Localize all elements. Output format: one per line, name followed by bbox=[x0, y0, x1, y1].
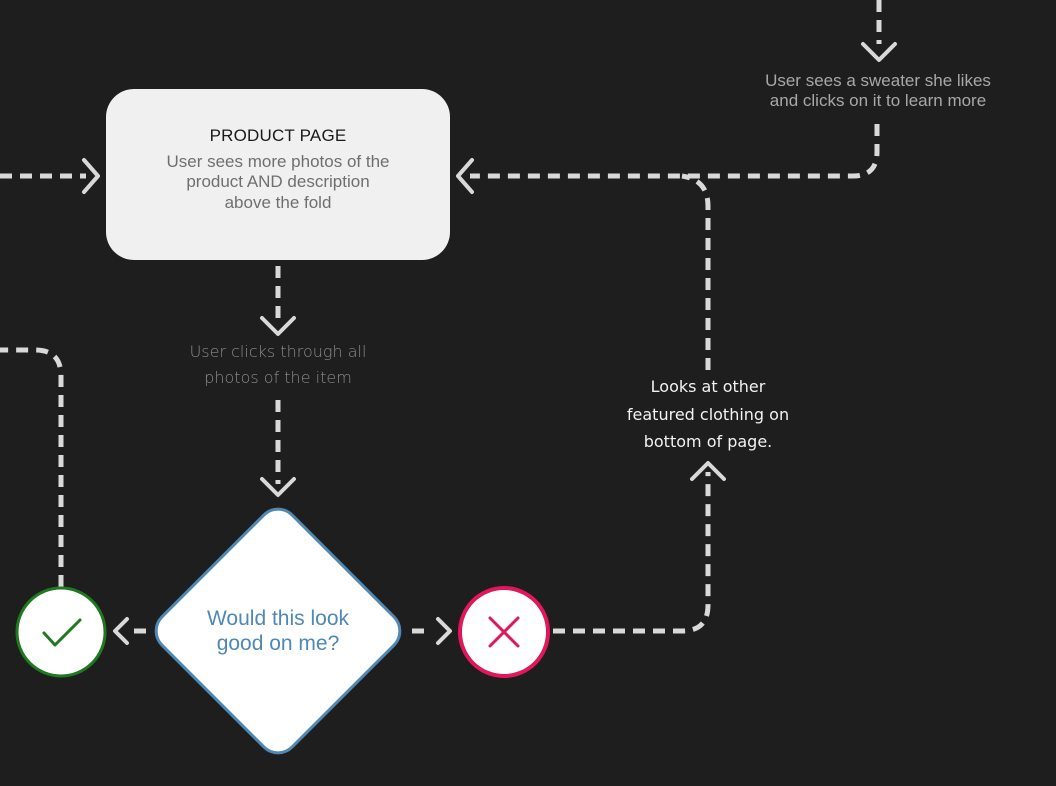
decision-diamond bbox=[154, 507, 402, 755]
product-page-node: PRODUCT PAGE User sees more photos of th… bbox=[106, 89, 450, 260]
yes-outcome-circle bbox=[15, 586, 107, 678]
arrowhead-into-featured bbox=[690, 461, 726, 481]
product-page-description-line: User sees more photos of the bbox=[166, 152, 390, 171]
featured-caption: Looks at other featured clothing on bott… bbox=[588, 373, 828, 456]
arrowhead-into-product-left bbox=[82, 158, 100, 194]
checkmark-icon bbox=[42, 618, 82, 647]
arrowhead-into-yes bbox=[113, 617, 129, 645]
photos-caption-line: photos of the item bbox=[204, 368, 352, 388]
arrowhead-into-decision bbox=[260, 477, 296, 497]
arrowhead-into-product-right bbox=[456, 158, 474, 194]
arrowhead-into-no bbox=[436, 617, 452, 645]
featured-caption-line: bottom of page. bbox=[643, 432, 773, 452]
decision-question-line: Would this look bbox=[206, 607, 350, 630]
sweater-caption: User sees a sweater she likes and clicks… bbox=[718, 71, 1038, 112]
featured-caption-line: featured clothing on bbox=[626, 404, 790, 424]
product-page-description: User sees more photos of the product AND… bbox=[106, 152, 450, 213]
photos-caption: User clicks through all photos of the it… bbox=[148, 339, 408, 392]
product-page-description-line: above the fold bbox=[224, 192, 332, 212]
arrowhead-into-photos bbox=[260, 316, 296, 336]
connector-featured-to-product bbox=[681, 173, 711, 370]
sweater-caption-line: User sees a sweater she likes bbox=[765, 71, 991, 90]
arrowhead-into-sweater bbox=[861, 42, 897, 62]
connector-no-to-featured bbox=[553, 472, 711, 634]
decision-question-line: good on me? bbox=[216, 632, 340, 656]
product-page-title: PRODUCT PAGE bbox=[209, 126, 347, 145]
sweater-caption-line: and clicks on it to learn more bbox=[769, 91, 987, 111]
decision-question: Would this look good on me? bbox=[185, 606, 371, 656]
photos-caption-line: User clicks through all bbox=[189, 342, 367, 361]
connector-sweater-to-product bbox=[470, 124, 880, 179]
featured-caption-line: Looks at other bbox=[650, 377, 766, 396]
product-page-description-line: product AND description bbox=[186, 172, 370, 192]
connector-yes-loop bbox=[0, 347, 64, 587]
cross-icon bbox=[488, 616, 520, 648]
